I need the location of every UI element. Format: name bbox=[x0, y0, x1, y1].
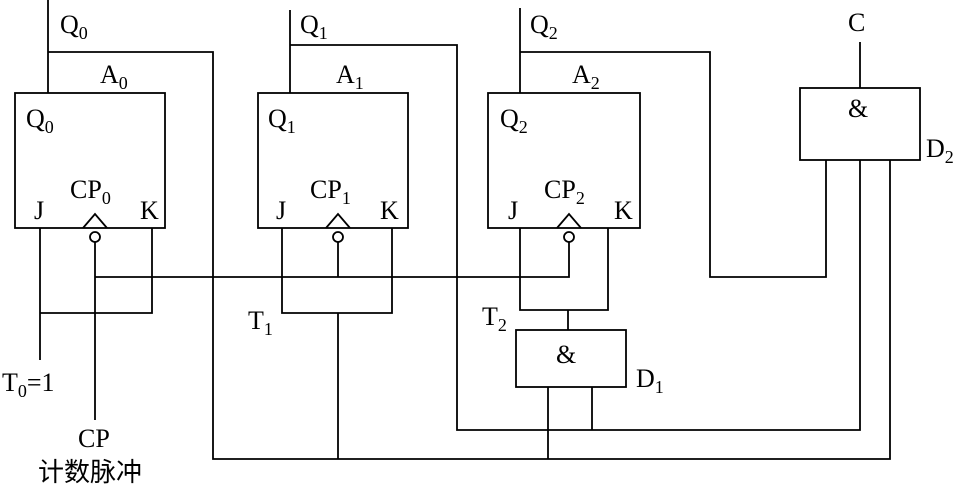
a0-k-wire bbox=[40, 228, 153, 314]
a2-jk-wire bbox=[519, 228, 609, 311]
q2-output-label: Q2 bbox=[530, 10, 558, 43]
clock-triangle-a2 bbox=[556, 212, 582, 229]
a0-cp-label: CP0 bbox=[70, 175, 111, 208]
a1-jk-wire bbox=[281, 228, 393, 314]
c-output-label: C bbox=[848, 8, 866, 37]
a1-name-label: A1 bbox=[336, 60, 364, 93]
clock-bus-wire bbox=[95, 242, 570, 278]
a1-cp-label: CP1 bbox=[310, 175, 351, 208]
q1-output-label: Q1 bbox=[300, 10, 328, 43]
q0-feedback-wire bbox=[48, 51, 891, 460]
a0-j-label: J bbox=[34, 196, 45, 225]
a1-j-label: J bbox=[276, 196, 287, 225]
clock-bubble-a0 bbox=[89, 231, 101, 243]
and-gate-d1-box bbox=[515, 329, 627, 388]
flipflop-a2-box bbox=[487, 92, 641, 229]
a2-name-label: A2 bbox=[572, 60, 600, 93]
d2-name-label: D2 bbox=[926, 134, 954, 167]
cp-input-label: CP bbox=[78, 424, 110, 453]
a1-k-label: K bbox=[380, 196, 399, 225]
clock-bubble-a2 bbox=[563, 231, 575, 243]
a1-q-label: Q1 bbox=[268, 104, 296, 137]
a2-q-label: Q2 bbox=[500, 104, 528, 137]
t2-label: T2 bbox=[482, 302, 507, 335]
t1-label: T1 bbox=[248, 306, 273, 339]
clock-triangle-a1 bbox=[325, 212, 351, 229]
q0-output-label: Q0 bbox=[60, 10, 88, 43]
a2-k-label: K bbox=[614, 196, 633, 225]
a0-name-label: A0 bbox=[100, 60, 128, 93]
t0-label: T0=1 bbox=[2, 368, 55, 401]
d1-symbol: & bbox=[556, 340, 577, 369]
a2-cp-label: CP2 bbox=[544, 175, 585, 208]
d1-name-label: D1 bbox=[636, 364, 664, 397]
count-pulse-caption: 计数脉冲 bbox=[38, 458, 143, 488]
d2-symbol: & bbox=[848, 94, 869, 123]
flipflop-a0-box bbox=[14, 92, 166, 229]
a0-k-label: K bbox=[140, 196, 159, 225]
q1-feedback-wire bbox=[290, 44, 861, 431]
flipflop-a1-box bbox=[257, 92, 409, 229]
q2-feedback-wire bbox=[520, 51, 827, 278]
clock-triangle-a0 bbox=[82, 212, 108, 229]
a2-j-label: J bbox=[508, 196, 519, 225]
a0-q-label: Q0 bbox=[26, 104, 54, 137]
clock-bubble-a1 bbox=[332, 231, 344, 243]
